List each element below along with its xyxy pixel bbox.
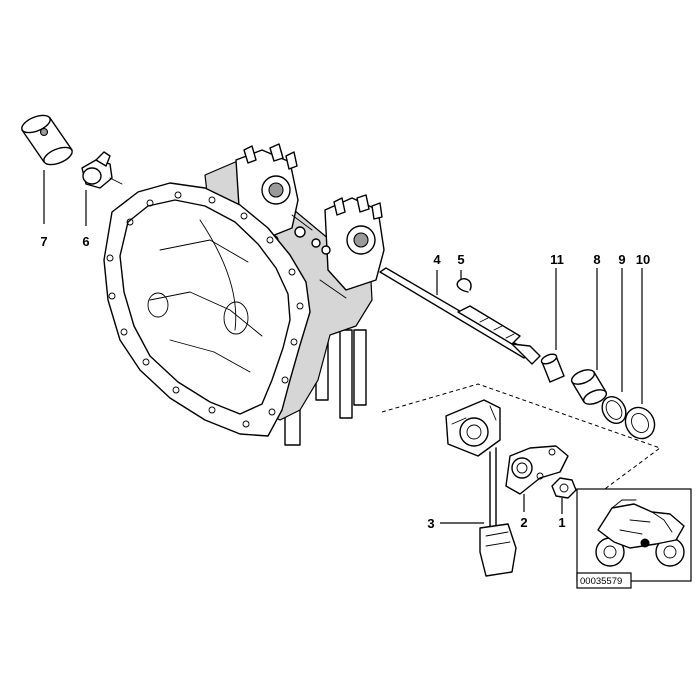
- motorcycle-icon: [595, 499, 685, 567]
- callout-6: 6: [82, 234, 89, 249]
- callout-5: 5: [457, 252, 464, 267]
- reference-code: 00035579: [580, 576, 622, 587]
- part-10-washer: [624, 268, 656, 440]
- part-11-bushing: [540, 268, 565, 383]
- motorcycle-thumbnail: 00035579: [576, 488, 692, 589]
- part-9-o-ring: [601, 268, 627, 425]
- part-5-circlip: [456, 270, 472, 293]
- part-3-sensor: [440, 399, 517, 577]
- callout-9: 9: [618, 252, 625, 267]
- callout-8: 8: [593, 252, 600, 267]
- callout-4: 4: [433, 252, 441, 267]
- part-4-shift-shaft: [379, 267, 541, 365]
- callout-3: 3: [427, 516, 434, 531]
- callout-11: 11: [550, 252, 564, 267]
- part-6-clip: [81, 151, 123, 226]
- callout-labels: 7 6 4 5 11 8 9 10 3 2 1: [40, 234, 650, 531]
- callout-10: 10: [636, 252, 650, 267]
- part-8-seal: [570, 268, 608, 405]
- callout-1: 1: [558, 515, 565, 530]
- part-2-bracket: [505, 445, 569, 512]
- callout-2: 2: [520, 515, 527, 530]
- part-7-sleeve: [21, 114, 73, 224]
- callout-7: 7: [40, 234, 47, 249]
- gearbox-housing: [103, 143, 385, 446]
- part-1-nut: [551, 477, 577, 514]
